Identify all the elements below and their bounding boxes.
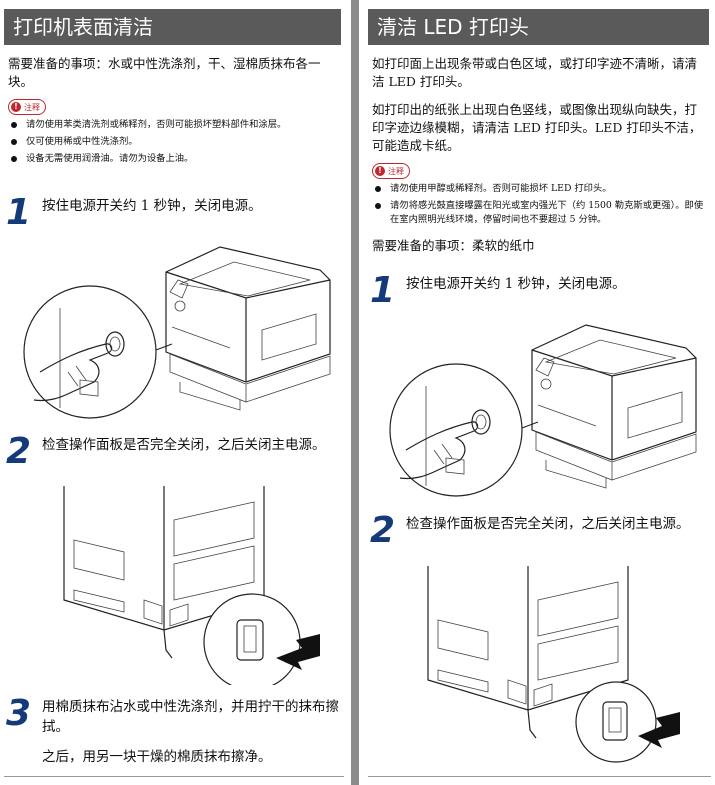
column-divider [351, 0, 359, 785]
left-column: 打印机表面清洁 需要准备的事项：水或中性洗涤剂，干、湿棉质抹布各一块。 !注释 … [4, 0, 341, 785]
section-title-led-cleaning: 清洁 LED 打印头 [368, 9, 709, 45]
printer-illustration [389, 324, 697, 497]
step-number: 1 [370, 270, 396, 311]
right-intro-2: 如打印出的纸张上出现白色竖线，或图像出现纵向缺失，打印字迹边缘模糊，请清洁 LE… [372, 102, 702, 153]
step-text: 按住电源开关约 1 秒钟，关闭电源。 [42, 198, 262, 214]
step-text: 检查操作面板是否完全关闭，之后关闭主电源。 [42, 437, 326, 453]
main-power-switch-illustration [427, 566, 680, 763]
step-number: 3 [6, 693, 32, 734]
note-item: 仅可使用稀或中性洗涤剂。 [11, 135, 341, 149]
right-column: 清洁 LED 打印头 如打印面上出现条带或白色区域，或打印字迹不清晰，请清洁 L… [368, 0, 709, 785]
right-intro-1: 如打印面上出现条带或白色区域，或打印字迹不清晰，请清洁 LED 打印头。 [372, 56, 698, 89]
note-item: 设备无需使用润滑油。请勿为设备上油。 [11, 152, 341, 166]
note-item: 请勿将感光鼓直接曝露在阳光或室内强光下（约 1500 勒克斯或更强）。即使在室内… [375, 199, 709, 227]
left-step-3: 3 用棉质抹布沾水或中性洗涤剂，并用拧干的抹布擦拭。 之后，用另一块干燥的棉质抹… [4, 693, 341, 767]
right-prep: 需要准备的事项：柔软的纸巾 [372, 238, 535, 253]
note-badge: !注释 [8, 99, 46, 115]
note-item: 请勿使用苯类清洗剂或稀释剂，否则可能损坏塑料部件和涂层。 [11, 118, 341, 132]
note-badge: !注释 [372, 163, 410, 179]
step-number: 1 [6, 192, 32, 233]
step-subtext: 之后，用另一块干燥的棉质抹布擦净。 [42, 749, 272, 765]
step-text: 按住电源开关约 1 秒钟，关闭电源。 [406, 276, 626, 292]
note-item: 请勿使用甲醇或稀释剂。否则可能损坏 LED 打印头。 [375, 182, 709, 196]
left-notes: 请勿使用苯类清洗剂或稀释剂，否则可能损坏塑料部件和涂层。 仅可使用稀或中性洗涤剂… [4, 118, 341, 166]
left-intro: 需要准备的事项：水或中性洗涤剂，干、湿棉质抹布各一块。 [8, 56, 321, 89]
step-number: 2 [6, 431, 32, 472]
step-text: 检查操作面板是否完全关闭，之后关闭主电源。 [406, 516, 690, 532]
printer-illustration [23, 246, 331, 419]
step-text: 用棉质抹布沾水或中性洗涤剂，并用拧干的抹布擦拭。 [42, 699, 339, 735]
step-number: 2 [370, 510, 396, 551]
main-power-switch-illustration [63, 486, 320, 685]
bottom-rule [368, 776, 711, 777]
right-notes: 请勿使用甲醇或稀释剂。否则可能损坏 LED 打印头。 请勿将感光鼓直接曝露在阳光… [368, 182, 709, 227]
right-step-1: 1 按住电源开关约 1 秒钟，关闭电源。 [368, 270, 709, 311]
bottom-rule [4, 776, 344, 777]
left-step-1: 1 按住电源开关约 1 秒钟，关闭电源。 [4, 192, 341, 233]
right-step-2: 2 检查操作面板是否完全关闭，之后关闭主电源。 [368, 510, 709, 551]
section-title-surface-cleaning: 打印机表面清洁 [4, 9, 341, 45]
note-icon: ! [11, 102, 21, 112]
left-step-2: 2 检查操作面板是否完全关闭，之后关闭主电源。 [4, 431, 341, 472]
note-icon: ! [375, 166, 385, 176]
